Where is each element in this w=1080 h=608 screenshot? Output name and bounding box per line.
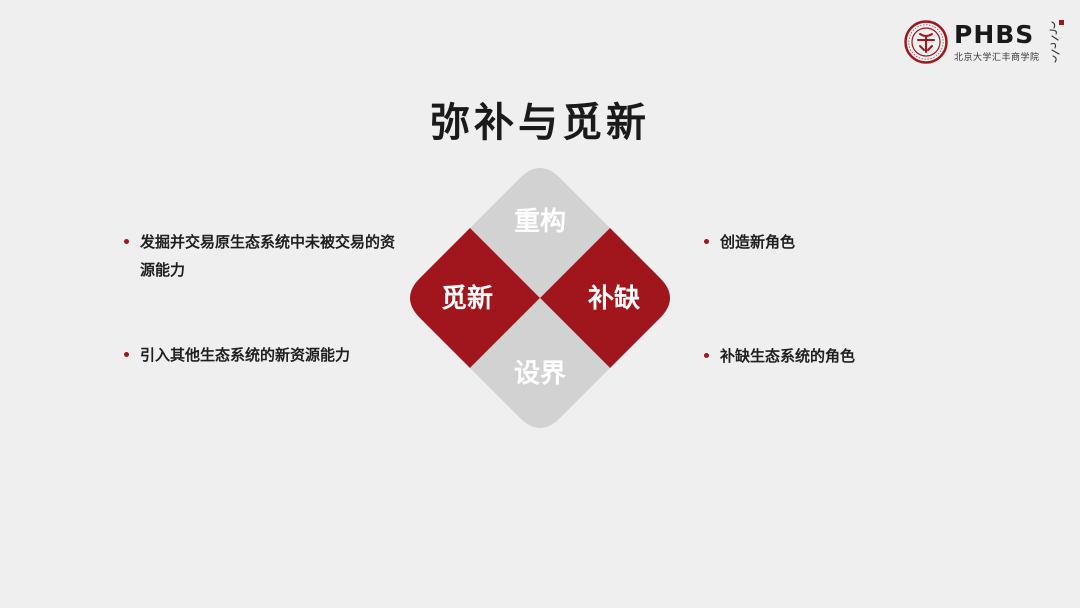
right-bullet-2-text: 补缺生态系统的角色	[720, 347, 856, 365]
phbs-logo: PHBS 北京大学汇丰商学院	[904, 18, 1064, 66]
right-bullet-1: 创造新角色	[704, 228, 904, 256]
right-bullet-2: 补缺生态系统的角色	[704, 342, 904, 370]
left-bullet-2-text: 引入其他生态系统的新资源能力	[140, 346, 351, 364]
page-title: 弥补与觅新	[430, 99, 650, 146]
university-seal-icon	[904, 20, 948, 64]
calligraphy-signature-icon	[1049, 20, 1064, 63]
bullet-dot	[704, 239, 709, 244]
diamond-diagram: 重构 觅新 补缺 设界	[410, 168, 670, 428]
diamond-right-label: 补缺	[588, 284, 641, 314]
bullet-dot	[124, 239, 129, 244]
bullet-dot	[124, 352, 129, 357]
bullet-dot	[704, 353, 709, 358]
logo-brand: PHBS	[954, 20, 1035, 49]
diamond-top-tile: 重构	[470, 168, 610, 298]
diamond-right-tile: 补缺	[540, 228, 670, 368]
diamond-top-label: 重构	[514, 207, 566, 237]
diamond-bottom-tile: 设界	[470, 298, 610, 428]
left-bullet-1-text: 发掘并交易原生态系统中未被交易的资源能力	[140, 233, 396, 279]
logo-subtitle: 北京大学汇丰商学院	[954, 53, 1040, 63]
left-bullet-1: 发掘并交易原生态系统中未被交易的资源能力	[124, 228, 402, 284]
left-bullet-2: 引入其他生态系统的新资源能力	[124, 341, 414, 369]
diamond-left-tile: 觅新	[410, 228, 540, 368]
right-bullet-1-text: 创造新角色	[720, 233, 796, 251]
diamond-left-label: 觅新	[441, 283, 493, 314]
diamond-bottom-label: 设界	[514, 359, 566, 389]
